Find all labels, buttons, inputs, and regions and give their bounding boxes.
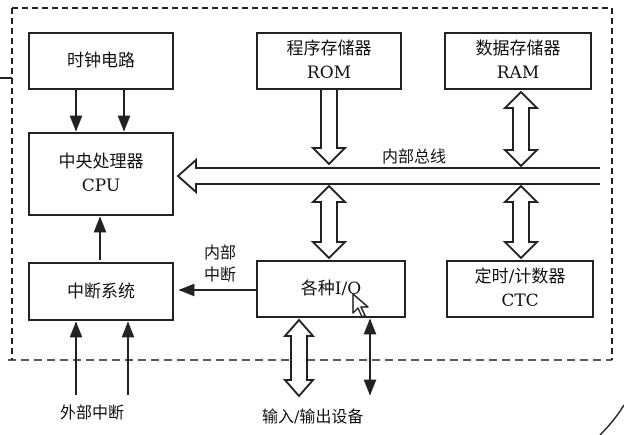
io-label: 各种I/O bbox=[300, 279, 362, 299]
timer-counter-label-en: CTC bbox=[501, 291, 539, 311]
bus-timer-arrow bbox=[502, 184, 540, 260]
ram-label-cn: 数据存储器 bbox=[475, 39, 561, 59]
internal-interrupt-label-2: 中断 bbox=[204, 265, 237, 284]
ram-label-en: RAM bbox=[496, 63, 540, 83]
io-devices-label: 输入/输出设备 bbox=[262, 407, 364, 426]
clock-circuit-label: 时钟电路 bbox=[67, 51, 135, 71]
cpu-label-en: CPU bbox=[81, 176, 121, 196]
rom-block: 程序存储器 ROM bbox=[256, 32, 402, 90]
internal-bus-arrow bbox=[176, 157, 600, 195]
right-corner-curve bbox=[599, 404, 624, 435]
timer-counter-label-cn: 定时/计数器 bbox=[474, 267, 566, 287]
rom-label-en: ROM bbox=[306, 63, 352, 83]
cpu-label-cn: 中央处理器 bbox=[58, 152, 144, 172]
ram-bus-arrow bbox=[502, 90, 540, 168]
ram-block: 数据存储器 RAM bbox=[444, 32, 592, 90]
timer-counter-block: 定时/计数器 CTC bbox=[446, 260, 594, 318]
io-block: 各种I/O bbox=[256, 260, 406, 318]
rom-bus-arrow bbox=[310, 90, 348, 166]
chip-boundary bbox=[11, 7, 613, 360]
interrupt-system-block: 中断系统 bbox=[28, 262, 174, 321]
mouse-pointer-icon bbox=[352, 293, 369, 318]
rom-label-cn: 程序存储器 bbox=[286, 39, 372, 59]
interrupt-system-label: 中断系统 bbox=[67, 281, 135, 302]
io-devices-arrow bbox=[282, 318, 316, 398]
clock-circuit-block: 时钟电路 bbox=[28, 32, 174, 90]
cpu-block: 中央处理器 CPU bbox=[28, 132, 174, 216]
external-interrupt-label: 外部中断 bbox=[60, 403, 125, 422]
internal-bus-label: 内部总线 bbox=[382, 147, 447, 166]
internal-interrupt-label-1: 内部 bbox=[204, 243, 237, 262]
bus-io-arrow bbox=[310, 184, 348, 260]
